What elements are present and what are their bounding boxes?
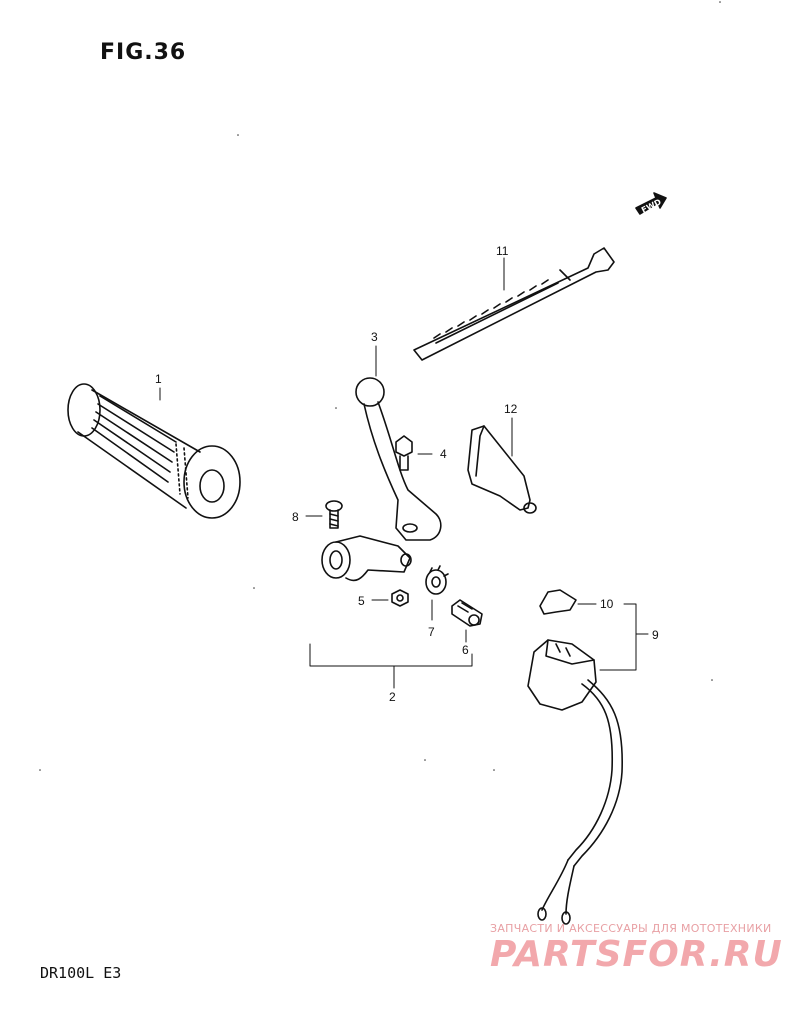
callout-12: 12 [504,402,518,416]
callout-7: 7 [428,625,435,639]
cable-tie-icon [413,247,615,361]
lock-nut-icon [425,565,449,595]
handlebar-grip-icon [67,383,241,519]
scan-specks [39,1,721,771]
callout-3: 3 [371,330,378,344]
screw-icon [325,500,343,529]
lever-holder-assembly-icon [321,535,412,582]
pivot-bolt-icon [395,435,413,471]
callout-11: 11 [496,244,509,258]
callout-8: 8 [292,510,299,524]
callout-4: 4 [440,447,447,461]
callout-1: 1 [155,372,162,386]
callout-2: 2 [389,690,396,704]
watermark-tagline: ЗАПЧАСТИ И АКСЕССУАРЫ ДЛЯ МОТОТЕХНИКИ [490,922,772,935]
figure-title: FIG.36 [100,40,187,65]
leader-lines [159,257,649,689]
watermark-logo: PARTSFOR.RU [490,934,783,975]
lever-cover-icon [467,425,537,514]
fwd-arrow-icon: FWD [635,192,667,215]
callout-9: 9 [652,628,659,642]
callout-10: 10 [600,597,614,611]
callout-6: 6 [462,643,469,657]
callout-5: 5 [358,594,365,608]
switch-clip-icon [539,589,577,615]
handlebar-switch-icon [527,639,623,925]
clutch-lever-icon [355,377,442,541]
model-code: DR100L E3 [40,964,122,982]
nut-icon [391,589,409,607]
adjuster-bolt-icon [451,599,483,627]
